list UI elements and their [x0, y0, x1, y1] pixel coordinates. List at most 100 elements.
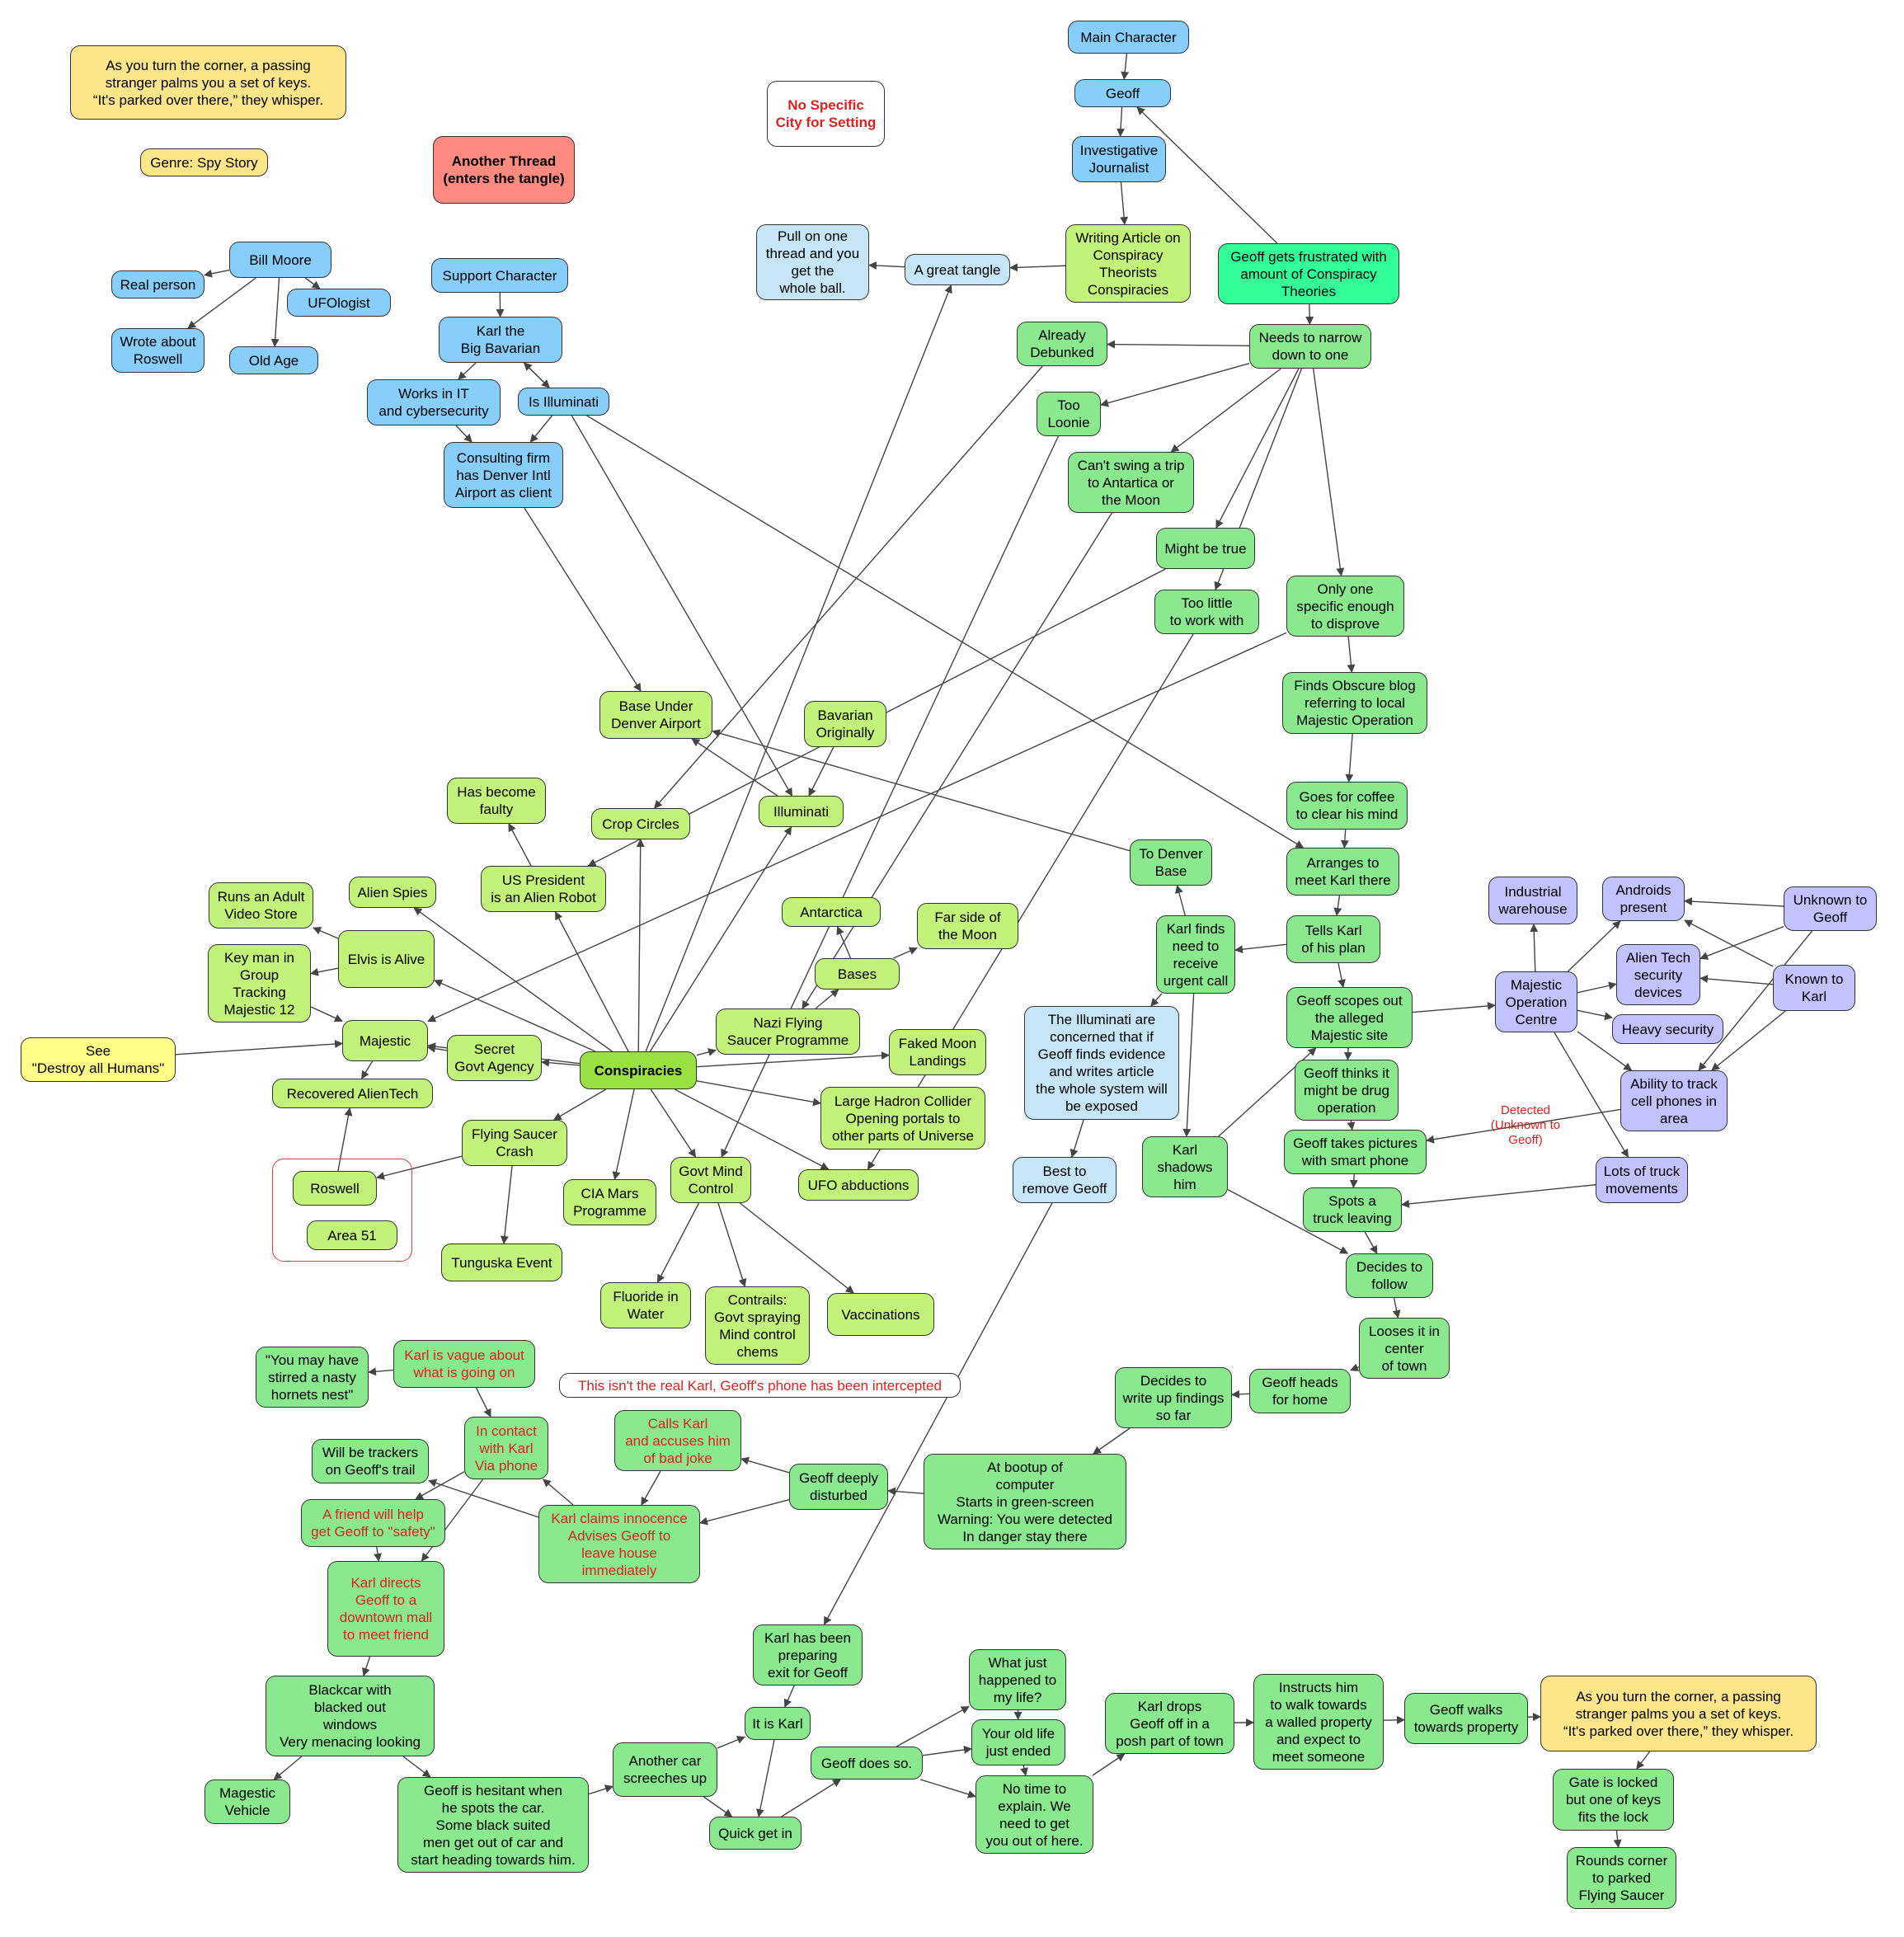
node-fluoride[interactable]: Fluoride in Water: [600, 1282, 691, 1328]
node-writing-article[interactable]: Writing Article on Conspiracy Theorists …: [1065, 224, 1191, 303]
node-rounds-corner[interactable]: Rounds corner to parked Flying Saucer: [1567, 1847, 1676, 1909]
node-frustrated[interactable]: Geoff gets frustrated with amount of Con…: [1218, 243, 1399, 304]
node-innocence[interactable]: Karl claims innocence Advises Geoff to l…: [538, 1505, 700, 1583]
node-debunked[interactable]: Already Debunked: [1017, 322, 1107, 366]
node-tells-karl[interactable]: Tells Karl of his plan: [1286, 915, 1380, 963]
node-friend-help[interactable]: A friend will help get Geoff to "safety": [301, 1499, 445, 1547]
node-truck-movements[interactable]: Lots of truck movements: [1596, 1157, 1688, 1203]
node-antartica-trip[interactable]: Can't swing a trip to Antartica or the M…: [1068, 452, 1194, 513]
node-vaccinations[interactable]: Vaccinations: [827, 1293, 934, 1336]
node-journalist[interactable]: Investigative Journalist: [1072, 136, 1166, 182]
node-mind-control[interactable]: Govt Mind Control: [670, 1157, 751, 1203]
node-ufo-abductions[interactable]: UFO abductions: [798, 1169, 919, 1201]
node-narrow[interactable]: Needs to narrow down to one: [1249, 324, 1371, 369]
node-heavy-security[interactable]: Heavy security: [1612, 1014, 1723, 1044]
node-quick-get-in[interactable]: Quick get in: [709, 1817, 802, 1850]
node-works-it[interactable]: Works in IT and cybersecurity: [367, 379, 501, 425]
node-gate-locked[interactable]: Gate is locked but one of keys fits the …: [1553, 1769, 1674, 1831]
node-see-destroy[interactable]: See "Destroy all Humans": [21, 1037, 176, 1082]
node-crop-circles[interactable]: Crop Circles: [591, 808, 690, 839]
node-illuminati[interactable]: Illuminati: [759, 796, 844, 827]
node-karl-drops[interactable]: Karl drops Geoff off in a posh part of t…: [1105, 1693, 1234, 1754]
node-karl-preparing[interactable]: Karl has been preparing exit for Geoff: [753, 1624, 863, 1685]
node-tunguska[interactable]: Tunguska Event: [441, 1244, 562, 1281]
node-looses[interactable]: Looses it in center of town: [1359, 1318, 1450, 1379]
node-it-is-karl[interactable]: It is Karl: [745, 1707, 811, 1740]
node-in-contact[interactable]: In contact with Karl Via phone: [464, 1417, 548, 1479]
node-adult-video[interactable]: Runs an Adult Video Store: [209, 882, 313, 929]
node-majestic-op-centre[interactable]: Majestic Operation Centre: [1495, 971, 1577, 1032]
node-hadron[interactable]: Large Hadron Collider Opening portals to…: [820, 1087, 985, 1150]
node-known-karl[interactable]: Known to Karl: [1773, 965, 1855, 1011]
node-is-illuminati[interactable]: Is Illuminati: [518, 388, 609, 416]
node-vague[interactable]: Karl is vague about what is going on: [393, 1340, 535, 1388]
node-flying-crash[interactable]: Flying Saucer Crash: [462, 1120, 567, 1166]
node-too-little[interactable]: Too little to work with: [1154, 590, 1259, 634]
node-majestic[interactable]: Majestic: [342, 1020, 428, 1061]
node-antarctica[interactable]: Antarctica: [782, 897, 881, 927]
node-trackers[interactable]: Will be trackers on Geoff's trail: [312, 1439, 429, 1483]
node-karl[interactable]: Karl the Big Bavarian: [439, 317, 562, 363]
node-bootup[interactable]: At bootup of computer Starts in green-sc…: [924, 1454, 1126, 1549]
node-old-age[interactable]: Old Age: [229, 346, 318, 374]
node-pull-thread[interactable]: Pull on one thread and you get the whole…: [756, 224, 869, 300]
node-coffee[interactable]: Goes for coffee to clear his mind: [1286, 782, 1408, 830]
node-pictures[interactable]: Geoff takes pictures with smart phone: [1284, 1130, 1427, 1174]
node-only-one[interactable]: Only one specific enough to disprove: [1286, 576, 1404, 637]
node-alien-tech-security[interactable]: Alien Tech security devices: [1616, 944, 1700, 1005]
node-secret-govt[interactable]: Secret Govt Agency: [447, 1035, 542, 1081]
node-follow[interactable]: Decides to follow: [1346, 1253, 1433, 1298]
node-does-so[interactable]: Geoff does so.: [811, 1747, 923, 1780]
node-what-just[interactable]: What just happened to my life?: [969, 1649, 1066, 1710]
node-alien-spies[interactable]: Alien Spies: [349, 877, 436, 908]
node-scopes-out[interactable]: Geoff scopes out the alleged Majestic si…: [1286, 987, 1413, 1048]
node-area51[interactable]: Area 51: [307, 1220, 397, 1250]
node-far-side[interactable]: Far side of the Moon: [917, 903, 1018, 949]
node-nazi[interactable]: Nazi Flying Saucer Programme: [716, 1008, 860, 1055]
node-not-real-karl[interactable]: This isn't the real Karl, Geoff's phone …: [559, 1373, 961, 1398]
node-track-phones[interactable]: Ability to track cell phones in area: [1620, 1070, 1728, 1131]
node-main-character[interactable]: Main Character: [1068, 21, 1189, 54]
node-hornets[interactable]: "You may have stirred a nasty hornets ne…: [256, 1347, 369, 1408]
node-cia-mars[interactable]: CIA Mars Programme: [563, 1179, 656, 1225]
node-obscure-blog[interactable]: Finds Obscure blog referring to local Ma…: [1282, 672, 1427, 734]
node-karl-shadows[interactable]: Karl shadows him: [1142, 1136, 1228, 1197]
node-keys-top[interactable]: As you turn the corner, a passing strang…: [70, 45, 346, 120]
node-best-remove[interactable]: Best to remove Geoff: [1013, 1157, 1117, 1203]
node-geoff[interactable]: Geoff: [1074, 79, 1171, 107]
node-base-denver[interactable]: Base Under Denver Airport: [599, 691, 712, 739]
node-magestic-vehicle[interactable]: Magestic Vehicle: [205, 1780, 290, 1824]
node-loonie[interactable]: Too Loonie: [1037, 392, 1101, 436]
node-key-man[interactable]: Key man in Group Tracking Majestic 12: [208, 944, 311, 1023]
node-calls-karl[interactable]: Calls Karl and accuses him of bad joke: [614, 1410, 741, 1471]
node-genre[interactable]: Genre: Spy Story: [140, 148, 268, 176]
node-bases[interactable]: Bases: [815, 958, 900, 990]
node-geoff-walks[interactable]: Geoff walks towards property: [1404, 1693, 1528, 1744]
node-bill-moore[interactable]: Bill Moore: [229, 242, 331, 278]
node-blackcar[interactable]: Blackcar with blacked out windows Very m…: [266, 1676, 435, 1756]
node-karl-finds[interactable]: Karl finds need to receive urgent call: [1156, 915, 1235, 994]
node-recovered-tech[interactable]: Recovered AlienTech: [272, 1079, 433, 1108]
node-wrote-roswell[interactable]: Wrote about Roswell: [111, 328, 205, 373]
node-consulting[interactable]: Consulting firm has Denver Intl Airport …: [444, 442, 563, 508]
node-elvis[interactable]: Elvis is Alive: [338, 930, 435, 988]
node-deeply-disturbed[interactable]: Geoff deeply disturbed: [789, 1464, 888, 1510]
node-keys-bottom[interactable]: As you turn the corner, a passing strang…: [1540, 1676, 1817, 1751]
node-industrial-warehouse[interactable]: Industrial warehouse: [1488, 877, 1577, 924]
node-roswell[interactable]: Roswell: [293, 1171, 377, 1206]
node-truck-leaving[interactable]: Spots a truck leaving: [1303, 1187, 1402, 1232]
node-karl-directs[interactable]: Karl directs Geoff to a downtown mall to…: [327, 1561, 444, 1657]
node-arranges[interactable]: Arranges to meet Karl there: [1286, 848, 1399, 896]
node-contrails[interactable]: Contrails: Govt spraying Mind control ch…: [705, 1286, 810, 1365]
node-bavarian[interactable]: Bavarian Originally: [804, 701, 886, 747]
node-drug-operation[interactable]: Geoff thinks it might be drug operation: [1295, 1060, 1399, 1121]
node-no-city[interactable]: No Specific City for Setting: [767, 81, 885, 147]
node-another-car[interactable]: Another car screeches up: [613, 1742, 717, 1797]
node-no-time[interactable]: No time to explain. We need to get you o…: [976, 1775, 1093, 1854]
node-might-be-true[interactable]: Might be true: [1156, 528, 1255, 569]
node-unknown-geoff[interactable]: Unknown to Geoff: [1784, 886, 1877, 931]
node-great-tangle[interactable]: A great tangle: [905, 254, 1010, 285]
node-old-life[interactable]: Your old life just ended: [971, 1719, 1065, 1765]
node-heads-home[interactable]: Geoff heads for home: [1249, 1369, 1351, 1413]
node-conspiracies[interactable]: Conspiracies: [580, 1051, 697, 1089]
